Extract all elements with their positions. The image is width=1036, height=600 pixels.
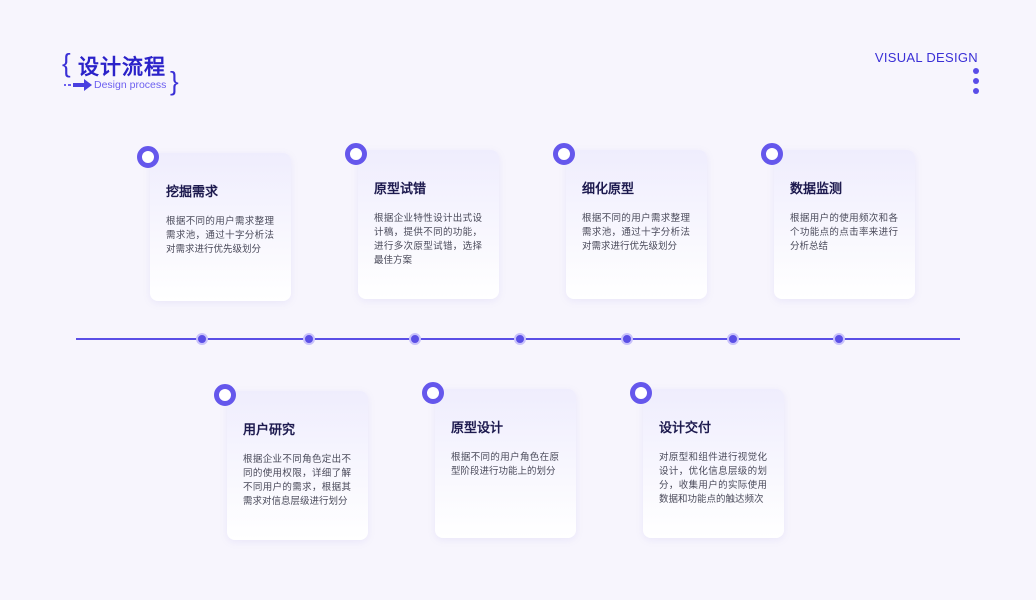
ring-icon: [761, 143, 783, 165]
step-title: 原型设计: [451, 421, 504, 436]
step-description: 根据不同的用户角色在原型阶段进行功能上的划分: [451, 452, 559, 477]
ring-icon: [422, 382, 444, 404]
timeline-dot: [303, 333, 315, 345]
step-card-7: 数据监测 根据用户的使用频次和各个功能点的点击率来进行分析总结: [774, 150, 915, 299]
step-description: 根据不同的用户需求整理需求池，通过十字分析法对需求进行优先级划分: [582, 213, 690, 252]
step-title: 原型试错: [374, 182, 427, 197]
ring-icon: [553, 143, 575, 165]
step-description: 根据用户的使用频次和各个功能点的点击率来进行分析总结: [790, 213, 898, 252]
step-card-3: 原型试错 根据企业特性设计出式设计稿，提供不同的功能，进行多次原型试错，选择最佳…: [358, 150, 499, 299]
vertical-dots-icon: [972, 68, 980, 96]
step-card-4: 原型设计 根据不同的用户角色在原型阶段进行功能上的划分: [435, 389, 576, 538]
step-title: 数据监测: [790, 182, 843, 197]
step-description: 根据企业不同角色定出不同的使用权限，详细了解不同用户的需求，根据其需求对信息层级…: [243, 454, 351, 507]
ring-icon: [137, 146, 159, 168]
step-card-5: 细化原型 根据不同的用户需求整理需求池，通过十字分析法对需求进行优先级划分: [566, 150, 707, 299]
step-description: 根据企业特性设计出式设计稿，提供不同的功能，进行多次原型试错，选择最佳方案: [374, 213, 482, 266]
right-brace: }: [170, 66, 179, 96]
timeline-dot: [514, 333, 526, 345]
step-title: 设计交付: [659, 421, 712, 436]
page-title: 设计流程: [78, 55, 166, 79]
timeline-dot: [833, 333, 845, 345]
step-description: 根据不同的用户需求整理需求池，通过十字分析法对需求进行优先级划分: [166, 216, 274, 255]
arrow-right-icon: [64, 79, 92, 91]
step-card-6: 设计交付 对原型和组件进行视觉化设计，优化信息层级的划分，收集用户的实际使用数据…: [643, 389, 784, 538]
step-title: 细化原型: [582, 182, 635, 197]
ring-icon: [214, 384, 236, 406]
page-subtitle: Design process: [94, 79, 167, 91]
step-title: 挖掘需求: [166, 185, 219, 200]
step-card-2: 用户研究 根据企业不同角色定出不同的使用权限，详细了解不同用户的需求，根据其需求…: [227, 391, 368, 540]
timeline-dot: [409, 333, 421, 345]
step-card-1: 挖掘需求 根据不同的用户需求整理需求池，通过十字分析法对需求进行优先级划分: [150, 153, 291, 301]
section-header: { 设计流程 Design process }: [62, 46, 202, 98]
ring-icon: [630, 382, 652, 404]
step-description: 对原型和组件进行视觉化设计，优化信息层级的划分，收集用户的实际使用数据和功能点的…: [659, 452, 767, 505]
left-brace: {: [62, 48, 71, 78]
timeline-dot: [727, 333, 739, 345]
ring-icon: [345, 143, 367, 165]
timeline-dot: [196, 333, 208, 345]
step-title: 用户研究: [243, 423, 296, 438]
visual-design-label: VISUAL DESIGN: [874, 50, 978, 65]
timeline-dot: [621, 333, 633, 345]
